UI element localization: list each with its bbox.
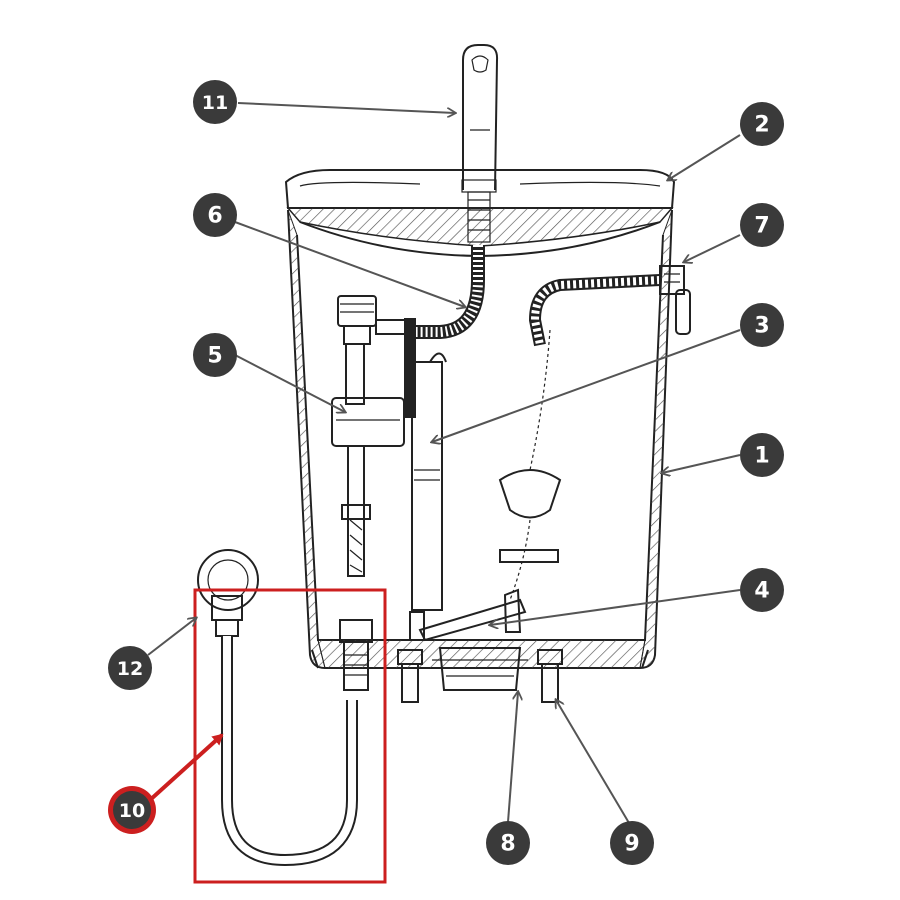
callout-4: 4 [740, 568, 784, 612]
callout-7-label: 7 [754, 214, 769, 239]
callout-6-label: 6 [207, 204, 222, 229]
callout-10: 10 [108, 786, 156, 834]
callout-10-label: 10 [119, 800, 145, 822]
callout-12: 12 [108, 646, 152, 690]
tank-body [287, 209, 673, 669]
handle-arm [498, 274, 661, 601]
callout-11-label: 11 [202, 92, 228, 114]
callout-2: 2 [740, 102, 784, 146]
tank-bolts [397, 649, 563, 703]
callout-12-label: 12 [117, 658, 143, 680]
highlight-box [193, 588, 387, 884]
callout-5: 5 [193, 333, 237, 377]
callout-6: 6 [193, 193, 237, 237]
callout-11: 11 [193, 80, 237, 124]
callout-3: 3 [740, 303, 784, 347]
callout-7: 7 [740, 203, 784, 247]
handle-mount [659, 265, 691, 335]
overflow-tube [411, 352, 447, 611]
callout-8: 8 [486, 821, 530, 865]
leader-lines [147, 102, 741, 829]
supply-valve [197, 549, 259, 637]
callout-5-label: 5 [207, 344, 222, 369]
callout-2-label: 2 [754, 113, 769, 138]
callout-9-label: 9 [624, 832, 639, 857]
fill-valve [331, 295, 411, 691]
flush-button [461, 44, 499, 243]
callout-9: 9 [610, 821, 654, 865]
callout-8-label: 8 [500, 832, 515, 857]
supply-hose [221, 636, 358, 867]
callout-1-label: 1 [754, 444, 769, 469]
callout-3-label: 3 [754, 314, 769, 339]
callout-1: 1 [740, 433, 784, 477]
tank-lid [284, 169, 676, 258]
callout-4-label: 4 [754, 579, 769, 604]
